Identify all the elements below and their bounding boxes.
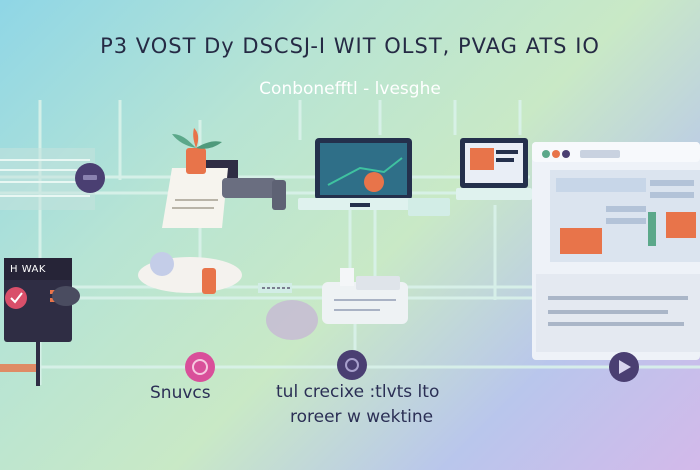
play-icon[interactable] <box>609 352 639 382</box>
checkmark-icon[interactable] <box>5 287 27 309</box>
stacked-device <box>322 268 408 324</box>
document-desk <box>162 128 286 228</box>
page-subtitle: Conbonefftl - lvesghe <box>259 79 441 99</box>
plant-icon <box>172 128 222 149</box>
working-figure <box>138 252 318 340</box>
caption-left: Snuvcs <box>150 383 211 403</box>
left-bar-panel <box>0 148 95 210</box>
node-circle-center[interactable] <box>337 350 367 380</box>
caption-middle-line2: roreer w wektine <box>290 407 434 427</box>
control-panel <box>0 258 80 386</box>
panel-label: H WAK <box>10 264 46 275</box>
small-laptop <box>408 138 532 216</box>
node-circle-left[interactable] <box>75 163 105 193</box>
page-title: P3 VOST Dy DSCSJ-I WIT OLST, PVAG ATS IO <box>100 34 600 58</box>
browser-window <box>532 142 700 360</box>
caption-middle-line1: tul crecixe :tlvts lto <box>276 382 440 402</box>
center-monitor <box>298 138 423 210</box>
node-circle-pink[interactable] <box>185 352 215 382</box>
